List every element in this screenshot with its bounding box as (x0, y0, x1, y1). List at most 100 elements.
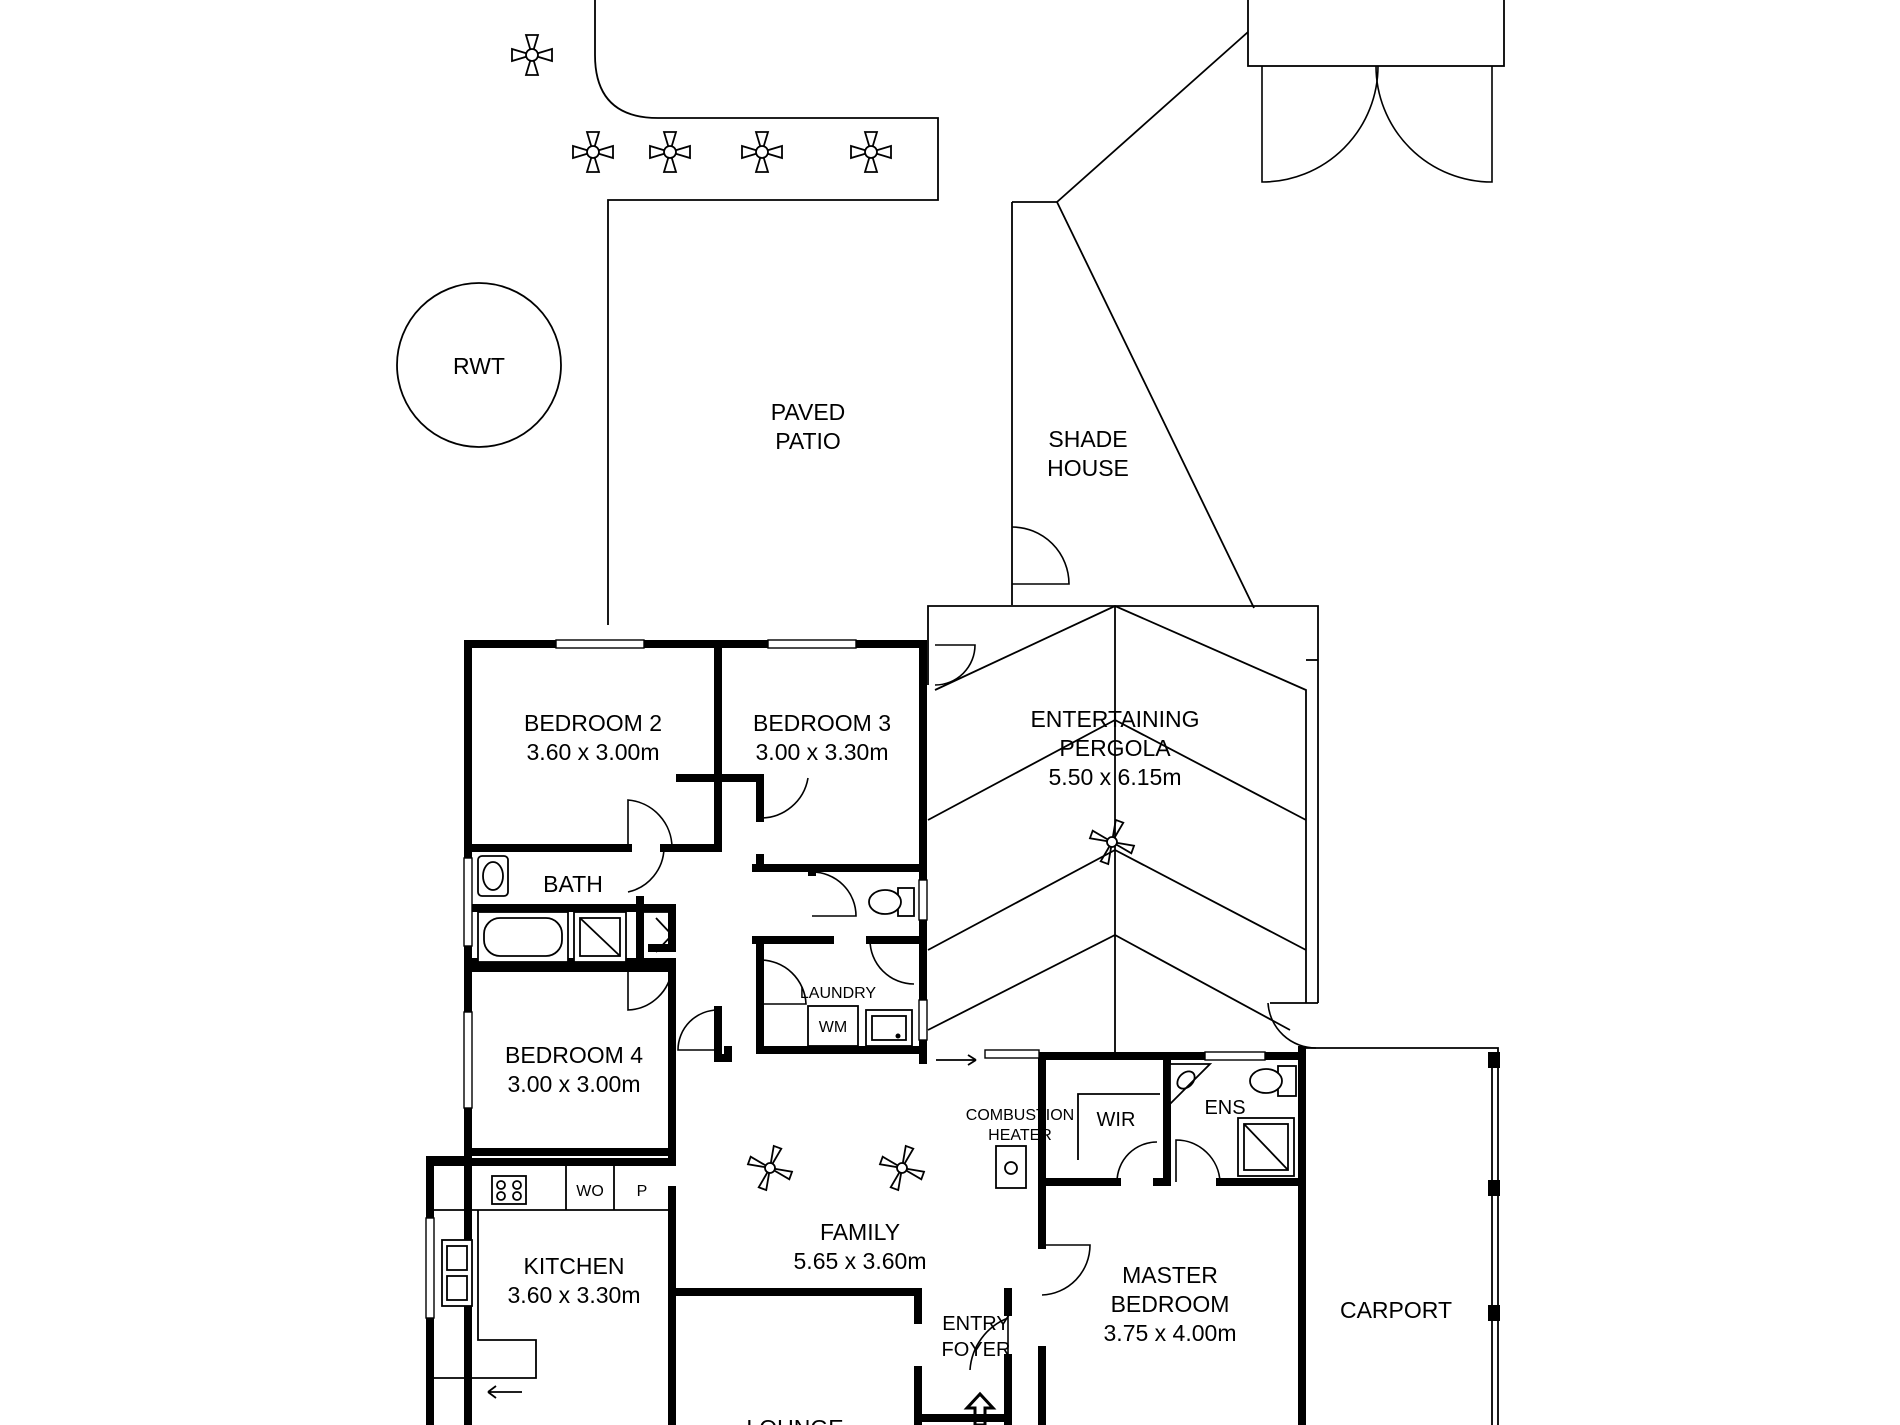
bedroom4-size: 3.00 x 3.00m (508, 1071, 641, 1097)
combustion-heater-label: COMBUSTION (966, 1107, 1074, 1124)
shed (1247, 0, 1505, 67)
bedroom3-label: BEDROOM 3 (753, 710, 891, 736)
flower-icon (850, 131, 892, 173)
wc-door (811, 871, 857, 917)
carport-post (1488, 1052, 1500, 1068)
shed-door-right (1375, 65, 1493, 183)
sink-icon (441, 1239, 473, 1307)
linen-press (640, 911, 674, 953)
pantry-label: P (637, 1183, 648, 1200)
shed-door-left (1261, 65, 1379, 183)
pergola-label: ENTERTAINING (1030, 706, 1199, 732)
bedroom2-label: BEDROOM 2 (524, 710, 662, 736)
carport-post (1488, 1305, 1500, 1321)
front-door (969, 1317, 1009, 1371)
master-bedroom-label: MASTER (1122, 1262, 1218, 1288)
window (767, 639, 857, 649)
bedroom2-size: 3.60 x 3.00m (527, 739, 660, 765)
master-bedroom-label: BEDROOM (1111, 1291, 1230, 1317)
patio-edge (594, 0, 939, 625)
bedroom3-size: 3.00 x 3.30m (756, 739, 889, 765)
shade-house-label: SHADE (1048, 426, 1127, 452)
arrow-icon (487, 1385, 522, 1399)
shade-house-outline (1011, 201, 1255, 609)
ceiling-fan-icon (746, 1144, 794, 1192)
paved-patio-label: PATIO (775, 428, 841, 454)
washing-machine (807, 1005, 859, 1047)
window (918, 999, 928, 1041)
window (463, 1011, 473, 1109)
toilet-icon (1249, 1065, 1297, 1097)
entry-arrow-icon (963, 1391, 997, 1425)
entry-foyer-label: FOYER (942, 1339, 1011, 1361)
family-size: 5.65 x 3.60m (794, 1248, 927, 1274)
shade-house-label: HOUSE (1047, 455, 1129, 481)
flower-icon (741, 131, 783, 173)
window (555, 639, 645, 649)
ceiling-fan-icon (1088, 818, 1136, 866)
shower-icon (573, 911, 627, 963)
bathtub-icon (477, 911, 569, 963)
carport-label: CARPORT (1340, 1297, 1452, 1323)
fixtures (434, 855, 1297, 1425)
paved-patio-label: PAVED (771, 399, 846, 425)
sink-icon (865, 1009, 913, 1047)
wir-door (1116, 1141, 1158, 1183)
rwt-label: RWT (453, 353, 505, 379)
ens-label: ENS (1204, 1097, 1245, 1119)
carport (1306, 1047, 1500, 1425)
laundry-door-hall (759, 959, 807, 1005)
flower-icon (572, 131, 614, 173)
shower-icon (1237, 1117, 1295, 1177)
window (984, 1049, 1040, 1059)
doors (627, 777, 1221, 1371)
rainwater-tank (396, 282, 562, 448)
combustion-heater-label: HEATER (988, 1127, 1052, 1144)
wir-label: WIR (1097, 1109, 1136, 1131)
wm-label: WM (819, 1019, 847, 1036)
kitchen-label: KITCHEN (524, 1253, 625, 1279)
ens-door (1175, 1139, 1221, 1183)
flower-icon (649, 131, 691, 173)
wir-shelf (1077, 1093, 1160, 1160)
arrow-icon (936, 1054, 977, 1066)
carport-post (1488, 1180, 1500, 1196)
kitchen-bench (434, 1210, 537, 1379)
ceiling-fans (746, 818, 1136, 1192)
pergola (927, 605, 1319, 1052)
window (1204, 1051, 1266, 1061)
laundry-door-out (869, 939, 915, 985)
bedroom4-label: BEDROOM 4 (505, 1042, 643, 1068)
combustion-heater (995, 1145, 1027, 1189)
bedroom2-door (627, 799, 673, 849)
window (918, 879, 928, 921)
shade-house-door (1011, 526, 1070, 585)
basin-icon (477, 855, 509, 897)
outdoor-area (396, 0, 1505, 1425)
window (425, 1217, 435, 1319)
hall-door (677, 1009, 719, 1051)
pergola-label: PERGOLA (1059, 735, 1171, 761)
bath-door (627, 847, 665, 893)
fence-line (1056, 31, 1249, 203)
kitchen-size: 3.60 x 3.30m (508, 1282, 641, 1308)
flower-icon (511, 34, 553, 76)
bath-label: BATH (543, 871, 603, 897)
master-bedroom-size: 3.75 x 4.00m (1104, 1320, 1237, 1346)
master-door (1041, 1244, 1091, 1296)
ceiling-fan-icon (878, 1144, 926, 1192)
bedroom3-door (759, 777, 809, 819)
labels: RWT PAVED PATIO SHADE HOUSE ENTERTAINING… (453, 353, 1452, 1425)
family-label: FAMILY (820, 1219, 900, 1245)
windows (425, 639, 1266, 1319)
lounge-label: LOUNGE (746, 1415, 843, 1425)
cooktop-icon (491, 1175, 527, 1205)
basin-icon (1169, 1063, 1213, 1107)
laundry-label: LAUNDRY (800, 985, 877, 1002)
pergola-size: 5.50 x 6.15m (1049, 764, 1182, 790)
bedroom4-door (627, 967, 673, 1011)
wo-label: WO (576, 1183, 604, 1200)
window (463, 857, 473, 947)
entry-foyer-label: ENTRY (942, 1313, 1009, 1335)
